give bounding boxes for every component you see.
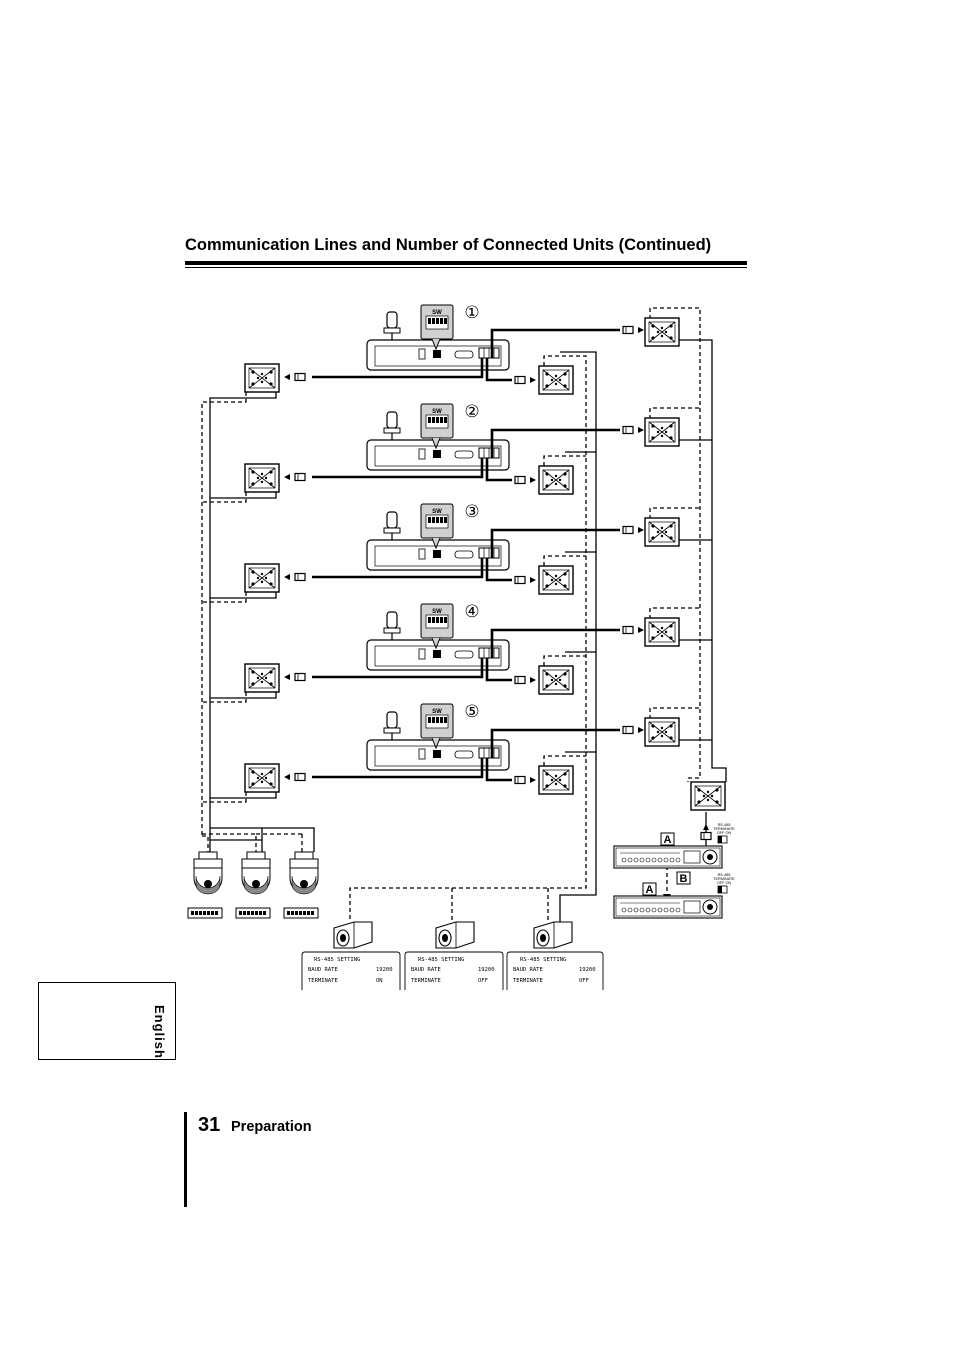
unit-marker-4: ④	[464, 602, 479, 622]
svg-text:OFF ON: OFF ON	[717, 831, 732, 835]
dome-cameras	[187, 851, 319, 919]
box-cameras	[333, 921, 573, 949]
terminate-value-3: OFF	[579, 978, 589, 984]
footer-bar	[184, 1112, 187, 1207]
rs485-title-2: RS-485 SETTING	[418, 957, 464, 963]
terminate-value-2: OFF	[478, 978, 488, 984]
page-number: 31	[198, 1114, 221, 1136]
terminate-label-1: TERMINATE	[308, 978, 338, 984]
terminate-value-1: ON	[376, 978, 383, 984]
switch-label: SW	[432, 409, 442, 415]
baud-label-1: BAUD RATE	[308, 967, 338, 973]
svg-text:RS-485: RS-485	[718, 823, 731, 827]
svg-text:TERMINATE: TERMINATE	[713, 877, 735, 881]
unit-marker-3: ③	[464, 502, 479, 522]
terminate-switch-labels: RS-485 TERMINATE OFF ON RS-485 TERMINATE…	[713, 823, 735, 885]
recorder-label-a: A	[664, 834, 672, 846]
baud-value-2: 19200	[478, 967, 495, 973]
rs485-setting-panels: RS-485 SETTING BAUD RATE 19200 TERMINATE…	[301, 951, 604, 990]
switch-label: SW	[432, 609, 442, 615]
baud-value-3: 19200	[579, 967, 596, 973]
language-tab-label: English	[152, 1005, 167, 1059]
unit-marker-2: ②	[464, 402, 479, 422]
page-title: Communication Lines and Number of Connec…	[185, 236, 712, 254]
rs485-title-1: RS-485 SETTING	[314, 957, 360, 963]
title-rule-thick	[185, 261, 747, 265]
solid-cables	[312, 328, 620, 782]
recorders: A A B	[613, 832, 728, 919]
terminate-label-2: TERMINATE	[411, 978, 441, 984]
unit-marker-5: ⑤	[464, 702, 479, 722]
baud-label-2: BAUD RATE	[411, 967, 441, 973]
baud-label-3: BAUD RATE	[513, 967, 543, 973]
svg-text:OFF ON: OFF ON	[717, 881, 732, 885]
baud-value-1: 19200	[376, 967, 393, 973]
switch-label: SW	[432, 509, 442, 515]
svg-text:TERMINATE: TERMINATE	[713, 827, 735, 831]
recorder-label-b: B	[680, 873, 688, 885]
rs485-title-3: RS-485 SETTING	[520, 957, 566, 963]
recorder-label-a-2: A	[646, 884, 654, 896]
terminate-label-3: TERMINATE	[513, 978, 543, 984]
title-rule-thin	[185, 267, 747, 268]
switch-label: SW	[432, 310, 442, 316]
language-tab: English	[38, 982, 176, 1060]
unit-marker-1: ①	[464, 303, 479, 323]
switch-label: SW	[432, 709, 442, 715]
svg-text:RS-485: RS-485	[718, 873, 731, 877]
section-name: Preparation	[231, 1119, 312, 1135]
